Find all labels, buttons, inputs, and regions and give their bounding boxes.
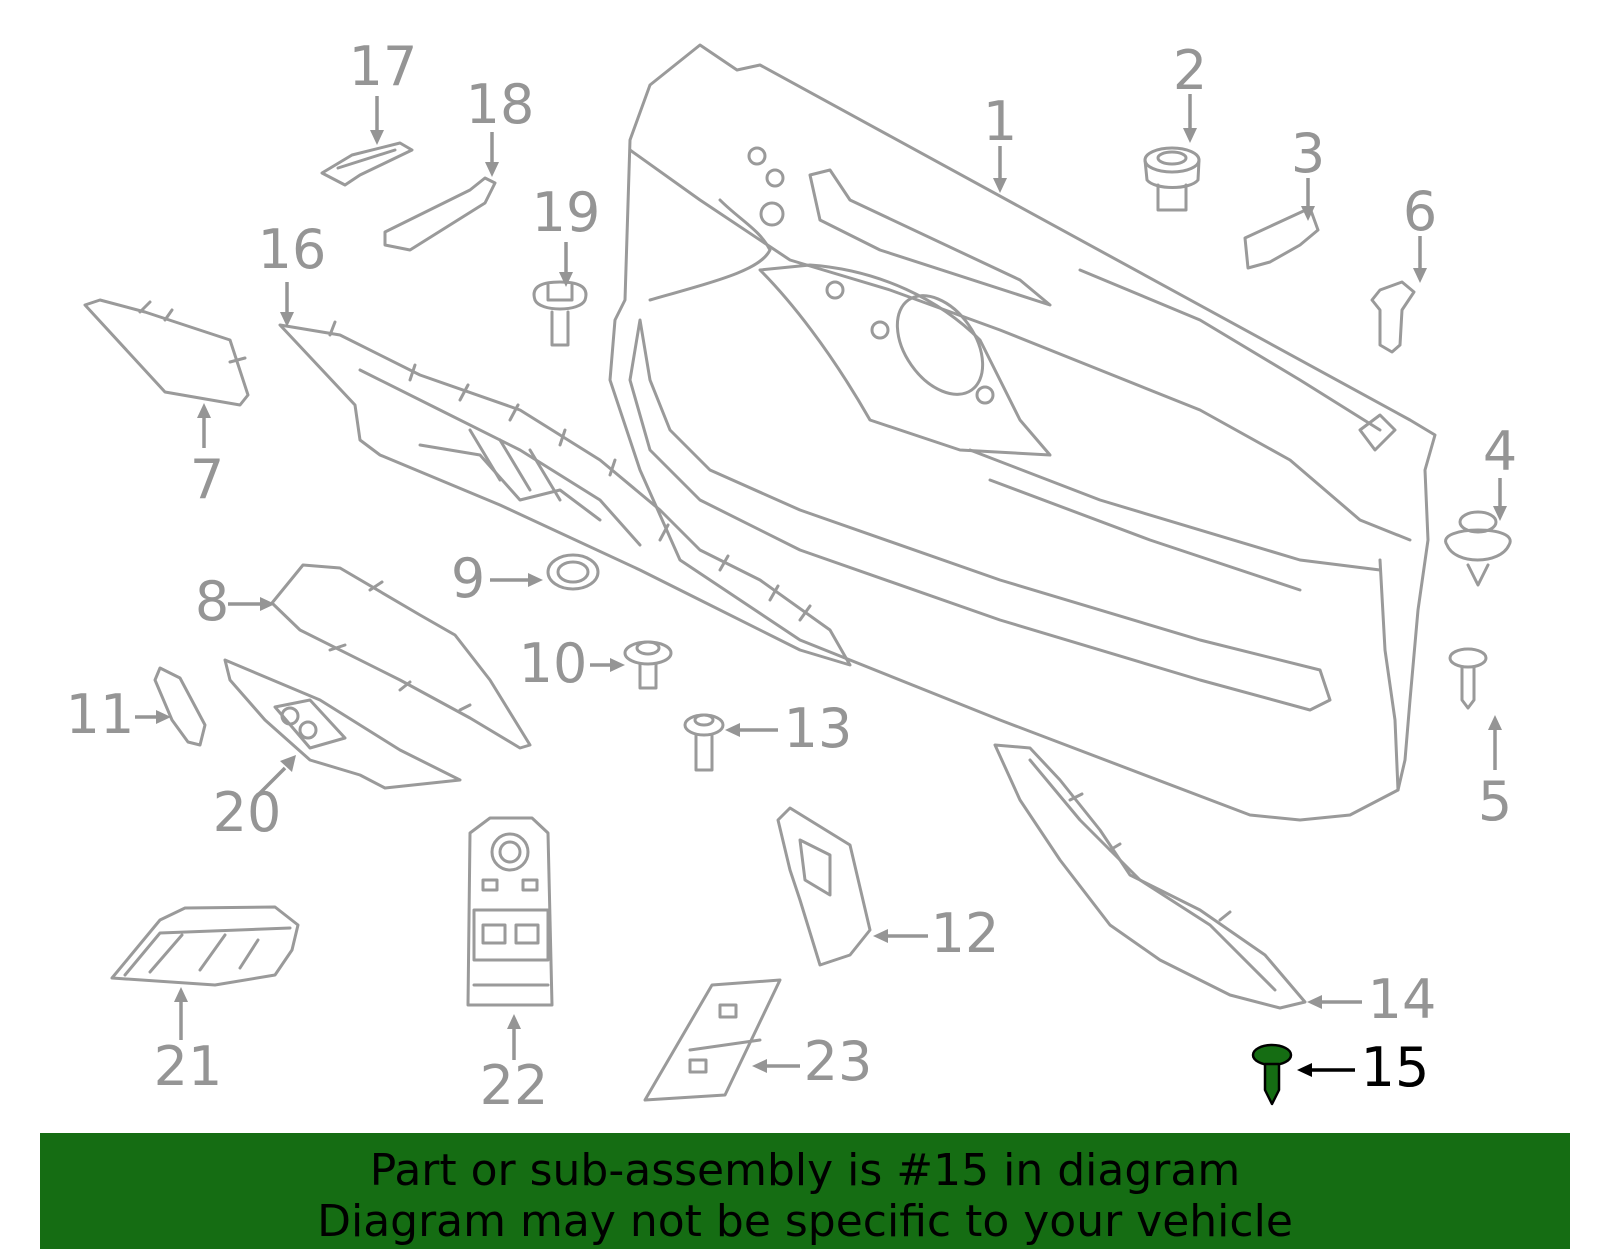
callout-19: 19 [532,181,601,244]
door-panel-part-1 [608,43,1437,822]
callout-21: 21 [154,1035,223,1098]
callout-14: 14 [1368,968,1437,1031]
clip-part-11 [153,666,207,747]
banner-line-disclaimer: Diagram may not be specific to your vehi… [317,1196,1293,1247]
screw-part-13 [683,713,725,772]
callout-3: 3 [1291,122,1325,185]
trim-strip-part-16 [278,320,852,667]
clip-part-6 [1370,280,1416,354]
callout-16: 16 [258,218,327,281]
callout-7: 7 [190,448,224,511]
callout-2: 2 [1173,39,1207,102]
banner-line-part-number: Part or sub-assembly is #15 in diagram [369,1145,1241,1196]
callout-12: 12 [931,902,1000,965]
callout-18: 18 [466,73,535,136]
callout-9: 9 [451,547,485,610]
callout-11: 11 [66,683,135,746]
switch-part-21 [110,905,300,987]
bracket-part-17 [320,141,414,187]
callout-5: 5 [1478,770,1512,833]
callout-20: 20 [213,781,282,844]
grommet-part-2 [1143,146,1201,212]
bolt-part-19 [532,280,588,347]
callout-8: 8 [195,570,229,633]
push-clip-part-4 [1444,510,1512,587]
callout-4: 4 [1483,420,1517,483]
leader-arrows [135,94,1507,1077]
panel-part-8 [270,563,532,750]
callout-labels: 1 2 3 4 5 6 7 8 9 10 11 12 13 14 15 16 1… [66,35,1518,1117]
callout-6: 6 [1403,180,1437,243]
push-pin-part-15 [1251,1043,1293,1106]
callout-10: 10 [519,632,588,695]
panel-part-7 [83,298,250,407]
callout-22: 22 [480,1054,549,1117]
window-switch-part-22 [466,816,554,1007]
callout-23: 23 [804,1030,873,1093]
switch-bezel-part-12 [776,806,872,967]
info-banner: Part or sub-assembly is #15 in diagram D… [40,1133,1570,1249]
screw-part-10 [623,640,673,690]
strip-part-18 [383,176,497,252]
screw-part-5 [1448,647,1488,710]
callout-13: 13 [784,697,853,760]
switch-part-23 [643,978,782,1102]
callout-15: 15 [1361,1036,1430,1099]
lower-strip-part-14 [993,743,1307,1010]
clip-part-9 [546,553,600,591]
callout-17: 17 [349,35,418,98]
switch-bezel-part-20 [223,658,462,790]
callout-1: 1 [983,90,1017,153]
